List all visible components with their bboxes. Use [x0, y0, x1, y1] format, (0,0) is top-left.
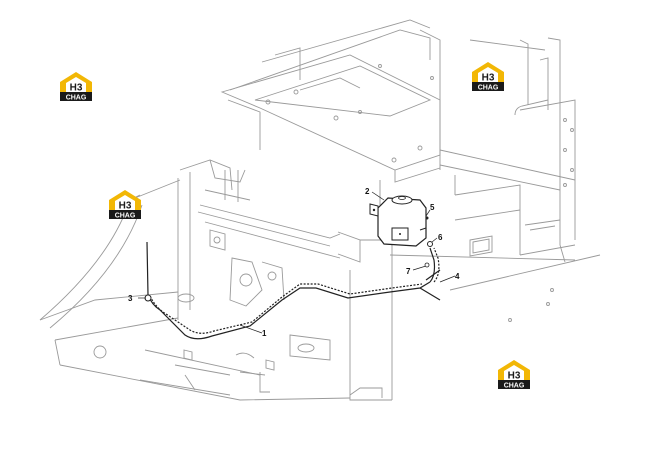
svg-text:CHAG: CHAG: [504, 383, 525, 390]
svg-text:CHAG: CHAG: [478, 85, 499, 92]
top-plate: [220, 54, 441, 183]
wire-harness: [144, 241, 441, 340]
right-panels: [389, 118, 601, 322]
callout-3: 3: [128, 294, 133, 303]
upper-frame: [229, 19, 576, 245]
hinge-bracket: [209, 229, 285, 307]
callout-4: 4: [455, 272, 460, 281]
callout-1: 1: [262, 329, 267, 338]
callout-7: 7: [406, 267, 411, 276]
svg-text:CHAG: CHAG: [66, 95, 87, 102]
callout-2: 2: [365, 187, 370, 196]
callout-leaders: [138, 191, 456, 334]
svg-text:H3: H3: [119, 201, 132, 212]
svg-text:CHAG: CHAG: [115, 213, 136, 220]
svg-text:H3: H3: [70, 83, 83, 94]
lower-base: [39, 291, 351, 401]
svg-text:H3: H3: [482, 73, 495, 84]
left-beam: [177, 159, 341, 320]
svg-text:H3: H3: [508, 371, 521, 382]
callout-6: 6: [438, 233, 443, 242]
relay-module: [369, 195, 427, 247]
callout-5: 5: [430, 203, 435, 212]
